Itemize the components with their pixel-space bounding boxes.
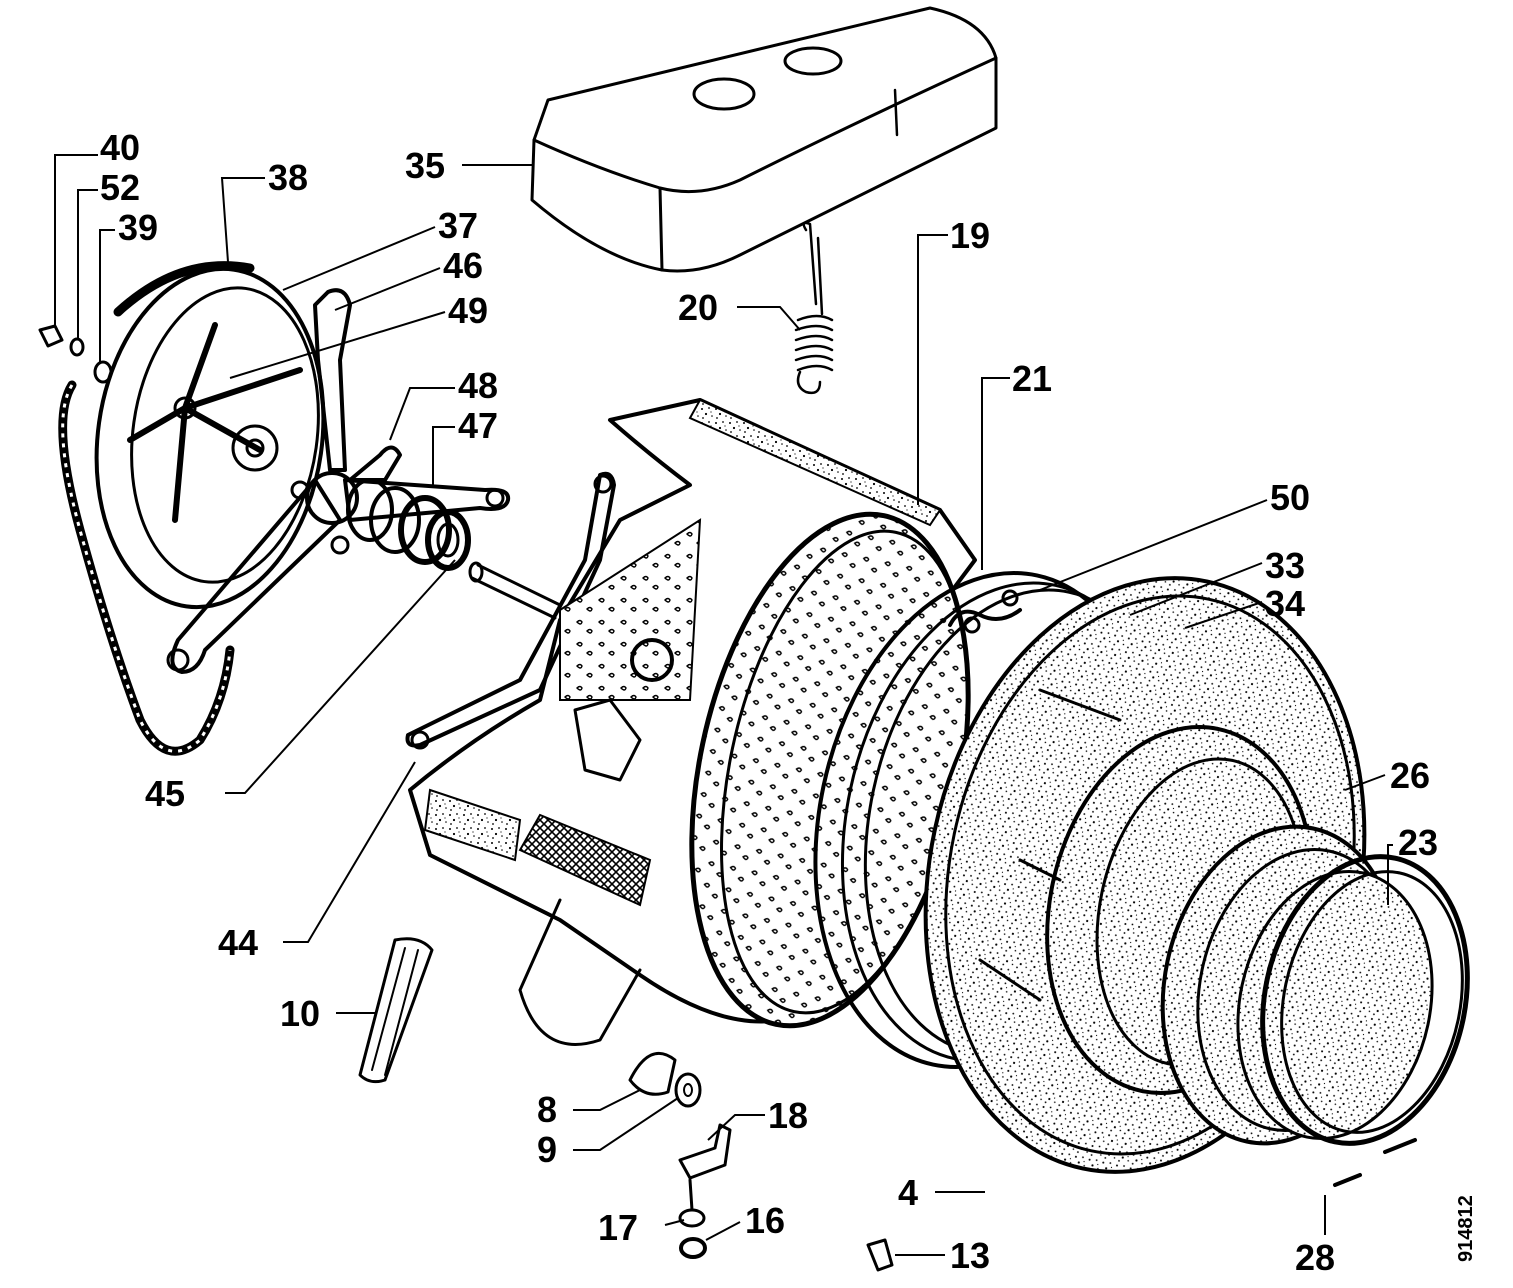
- counterweight-35: [530, 6, 998, 273]
- label-19: 19: [950, 215, 990, 256]
- label-33: 33: [1265, 545, 1305, 586]
- drawing-number: 914812: [1455, 1195, 1477, 1262]
- drum-pulley-37: [94, 266, 326, 610]
- label-9: 9: [537, 1129, 557, 1170]
- label-8: 8: [537, 1089, 557, 1130]
- gasket-clamp-28: [1260, 854, 1470, 1187]
- label-47: 47: [458, 405, 498, 446]
- label-23: 23: [1398, 822, 1438, 863]
- label-26: 26: [1390, 755, 1430, 796]
- label-40: 40: [100, 127, 140, 168]
- label-49: 49: [448, 290, 488, 331]
- part-labels: 40 52 39 38 37 46 49 48 47 45 44 35 20 1…: [100, 127, 1438, 1278]
- label-34: 34: [1265, 583, 1305, 624]
- drum-support-44: [405, 471, 616, 750]
- label-21: 21: [1012, 358, 1052, 399]
- door-gasket-23: [1160, 824, 1434, 1146]
- screw-40: [38, 324, 64, 348]
- label-17: 17: [598, 1207, 638, 1248]
- label-4: 4: [898, 1172, 918, 1213]
- label-28: 28: [1295, 1237, 1335, 1278]
- label-52: 52: [100, 167, 140, 208]
- bracket-18: [678, 1123, 732, 1212]
- plug-13: [866, 1238, 894, 1272]
- cap-8: [628, 1051, 677, 1096]
- label-38: 38: [268, 157, 308, 198]
- label-44: 44: [218, 922, 258, 963]
- label-39: 39: [118, 207, 158, 248]
- tub-rear-19: [408, 398, 977, 1046]
- heater-bracket-10: [358, 937, 434, 1084]
- drive-belt-38: [58, 261, 255, 756]
- label-20: 20: [678, 287, 718, 328]
- label-10: 10: [280, 993, 320, 1034]
- washer-39: [93, 360, 113, 384]
- label-45: 45: [145, 773, 185, 814]
- label-37: 37: [438, 205, 478, 246]
- label-16: 16: [745, 1200, 785, 1241]
- leader-lines: [54, 154, 1393, 1256]
- suspension-spring-20: [794, 221, 834, 395]
- label-50: 50: [1270, 477, 1310, 518]
- label-48: 48: [458, 365, 498, 406]
- rubber-pad-16: [679, 1237, 707, 1259]
- label-18: 18: [768, 1095, 808, 1136]
- bearing-assembly: [346, 478, 562, 620]
- label-46: 46: [443, 245, 483, 286]
- label-13: 13: [950, 1235, 990, 1276]
- washer-9: [674, 1072, 702, 1108]
- label-35: 35: [405, 145, 445, 186]
- washer-52: [69, 337, 85, 357]
- washer-17: [678, 1208, 706, 1228]
- drum-spider-46: [166, 288, 511, 674]
